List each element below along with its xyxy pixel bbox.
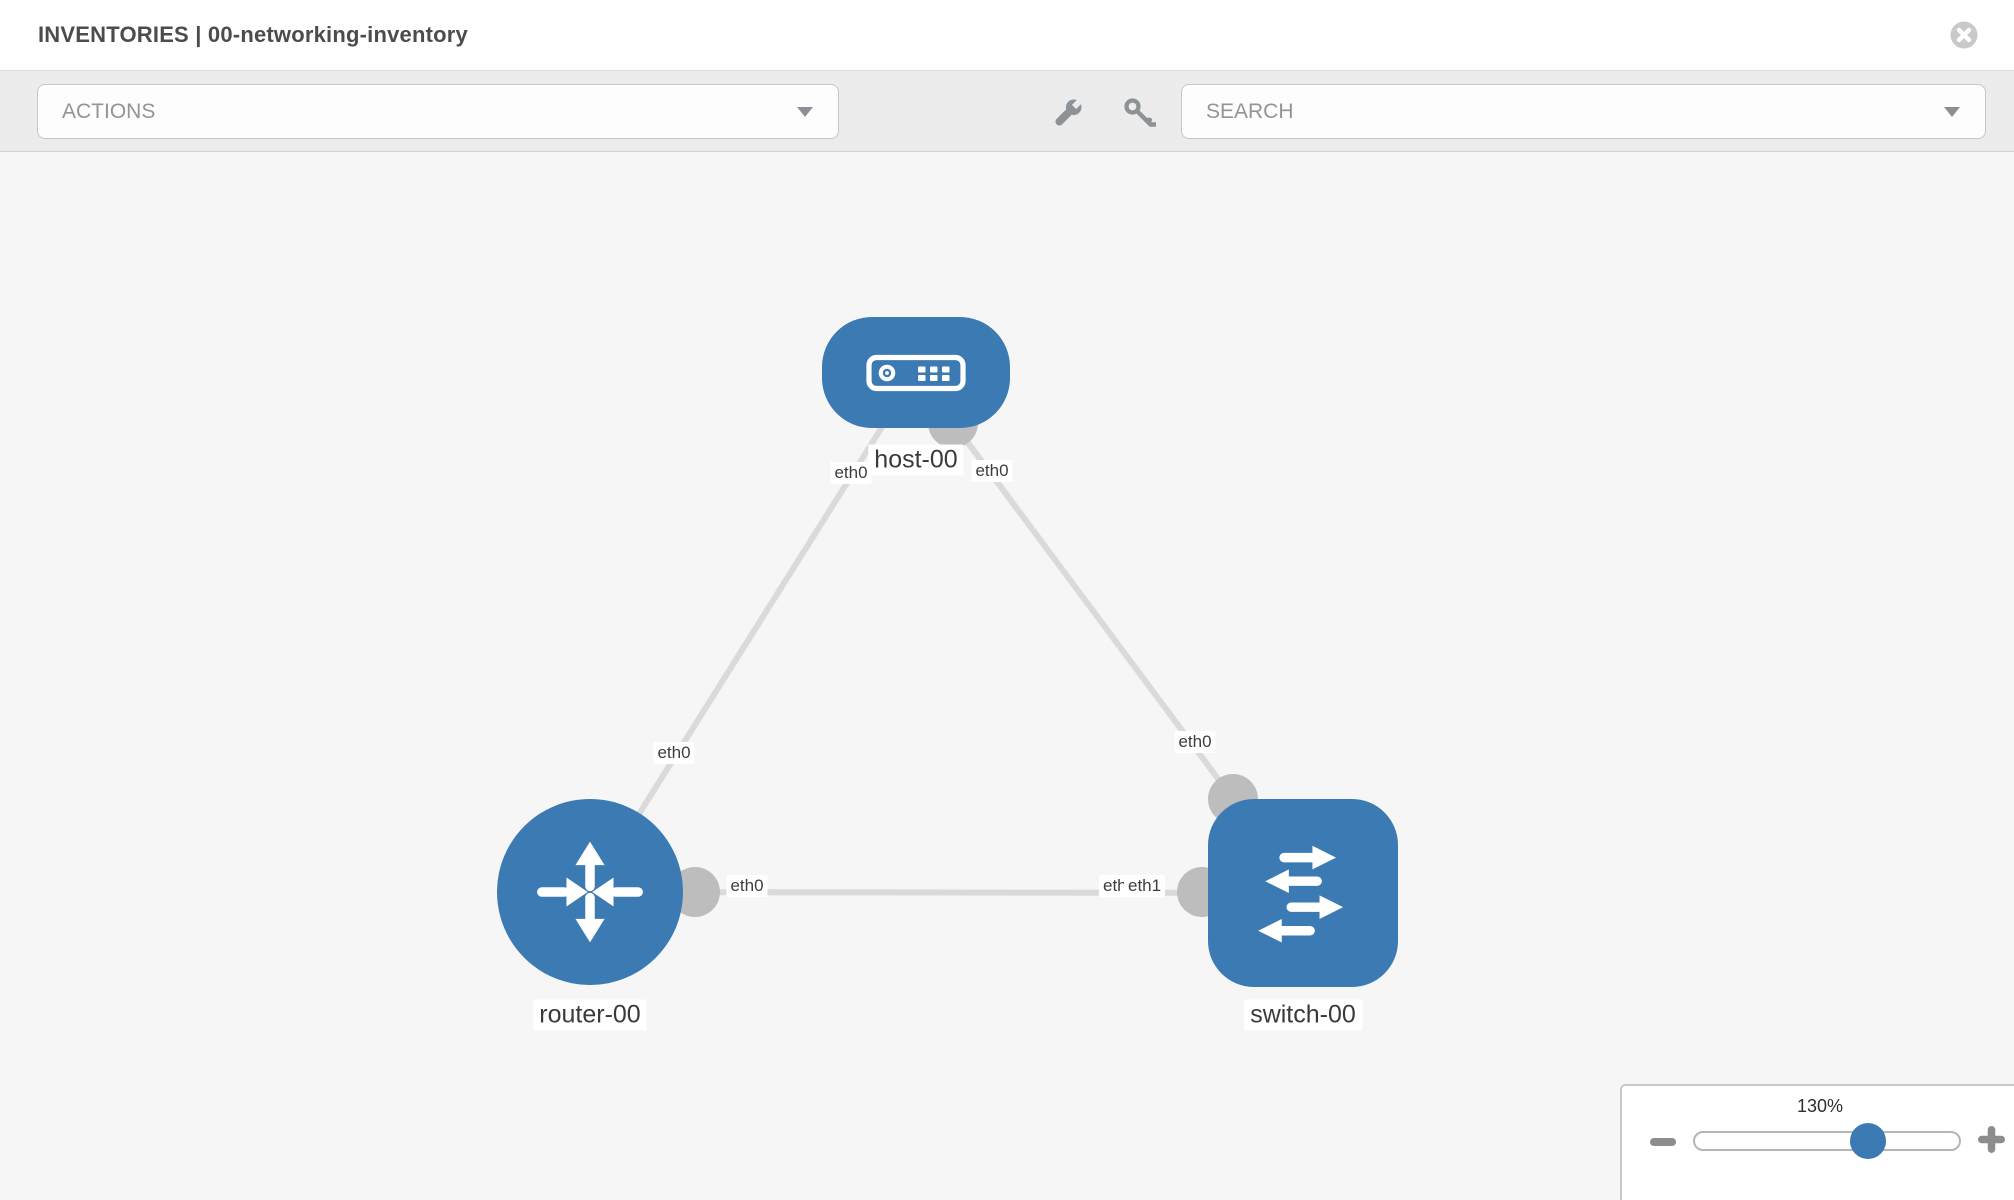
minus-icon	[1650, 1137, 1676, 1146]
toolbar: ACTIONS SEARCH	[0, 70, 2014, 152]
search-dropdown[interactable]: SEARCH	[1181, 84, 1986, 139]
node-host-00[interactable]	[822, 317, 1010, 428]
port-label-switch-left: eth1	[1124, 875, 1166, 897]
zoom-level: 130%	[1796, 1096, 1844, 1116]
router-icon	[537, 841, 643, 943]
zoom-controls	[1622, 1123, 2014, 1159]
close-button[interactable]	[1950, 21, 1978, 49]
node-label-router-00: router-00	[533, 999, 647, 1031]
port-label-router-right: eth0	[726, 875, 768, 897]
link-host-router[interactable]	[587, 371, 919, 894]
node-label-switch-00: switch-00	[1244, 999, 1362, 1031]
port-label-host-left: eth0	[830, 462, 872, 484]
configure-button[interactable]	[1050, 95, 1086, 131]
wrench-icon	[1055, 98, 1083, 126]
plus-icon	[1978, 1126, 2005, 1153]
port-label-switch-top: eth0	[1174, 731, 1216, 753]
credentials-button[interactable]	[1121, 95, 1158, 131]
chevron-down-icon	[797, 106, 813, 117]
switch-icon	[1258, 845, 1344, 943]
zoom-panel: 130%	[1620, 1084, 2014, 1200]
chevron-down-icon	[1944, 106, 1960, 117]
node-router-00[interactable]	[497, 799, 683, 985]
page-title: INVENTORIES | 00-networking-inventory	[38, 22, 468, 47]
zoom-out-button[interactable]	[1650, 1134, 1676, 1149]
header: INVENTORIES | 00-networking-inventory	[0, 0, 2014, 70]
search-placeholder: SEARCH	[1206, 99, 1294, 123]
key-icon	[1124, 98, 1158, 127]
port-label-host-right: eth0	[971, 460, 1013, 482]
port-label-router-top: eth0	[653, 742, 695, 764]
zoom-slider[interactable]	[1693, 1123, 1961, 1159]
node-label-host-00: host-00	[868, 444, 964, 476]
zoom-slider-knob[interactable]	[1850, 1123, 1886, 1159]
node-switch-00[interactable]	[1208, 799, 1398, 987]
zoom-in-button[interactable]	[1978, 1126, 2005, 1156]
interface-connector[interactable]	[670, 867, 720, 917]
links-layer	[587, 371, 1306, 917]
topology-canvas[interactable]: eth0 eth0 eth0 eth0 eth0 eth1 eth1 host-…	[0, 152, 2014, 1200]
host-icon	[866, 354, 966, 391]
actions-dropdown[interactable]: ACTIONS	[37, 84, 839, 139]
actions-dropdown-label: ACTIONS	[62, 99, 156, 123]
close-icon	[1950, 21, 1978, 49]
